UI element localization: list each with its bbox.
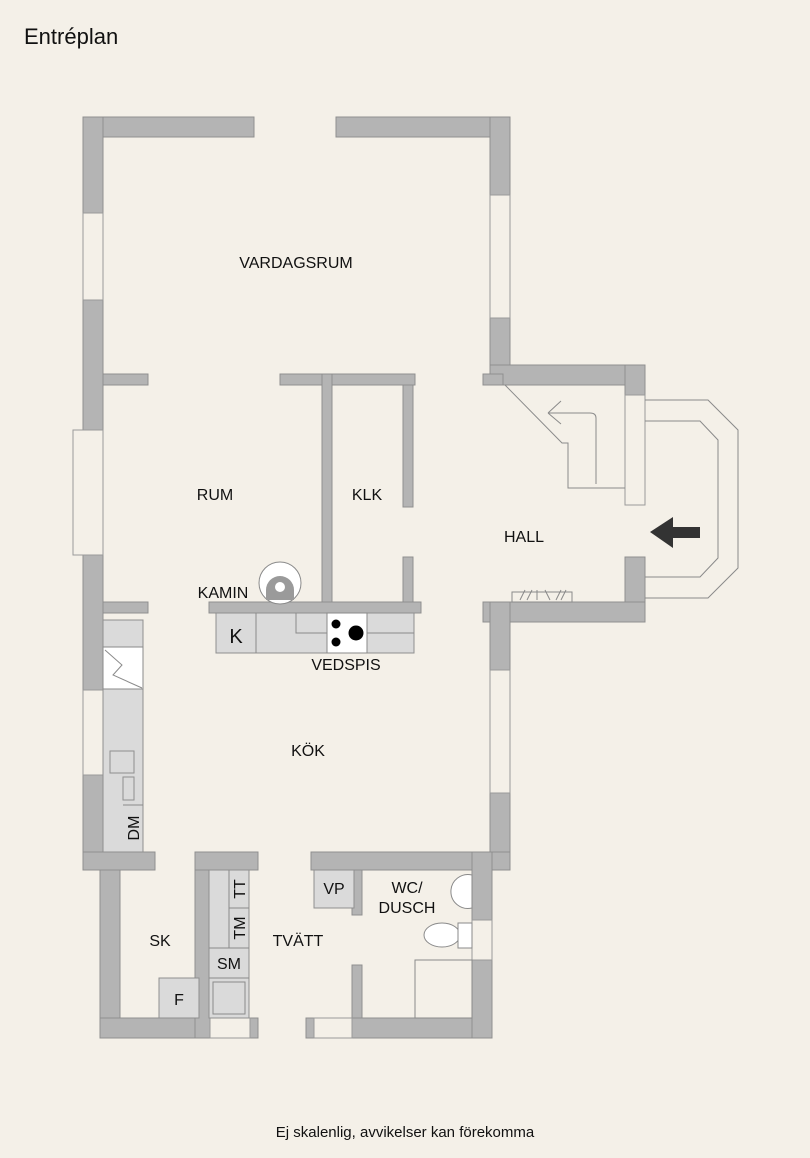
fixture-label-k: K [229, 626, 243, 648]
fixture-label-tt: TT [232, 879, 249, 899]
room-label-kok: KÖK [291, 742, 325, 760]
kitchen-island [215, 612, 415, 654]
fixture-label-sm: SM [217, 956, 241, 973]
fixture-label-vp: VP [323, 881, 344, 898]
kitchen-counter-left [102, 619, 144, 853]
room-label-wc: WC/ [391, 880, 423, 897]
windows [72, 194, 646, 1039]
stairs [504, 384, 625, 489]
label-kamin: KAMIN [198, 585, 249, 602]
kamin-fireplace [258, 561, 302, 605]
room-label-dusch: DUSCH [379, 900, 436, 917]
fixture-label-dm: DM [126, 816, 143, 841]
floor-title: Entréplan [24, 24, 119, 49]
room-label-sk: SK [149, 933, 171, 950]
laundry-appliances [158, 869, 355, 1019]
bathroom-fixtures [414, 874, 473, 1019]
entrance-arrow-icon [650, 517, 700, 548]
fixture-label-f: F [174, 992, 184, 1009]
room-label-tvatt: TVÄTT [273, 932, 324, 950]
label-vedspis: VEDSPIS [311, 657, 380, 674]
room-label-klk: KLK [352, 487, 383, 504]
shoe-rack [511, 589, 573, 603]
walls [82, 116, 646, 1039]
entrance-steps [645, 399, 739, 599]
disclaimer: Ej skalenlig, avvikelser kan förekomma [275, 1124, 535, 1141]
room-label-rum: RUM [197, 487, 233, 504]
fixture-label-tm: TM [232, 916, 249, 939]
room-label-hall: HALL [504, 529, 544, 546]
room-label-vardagsrum: VARDAGSRUM [239, 255, 353, 272]
